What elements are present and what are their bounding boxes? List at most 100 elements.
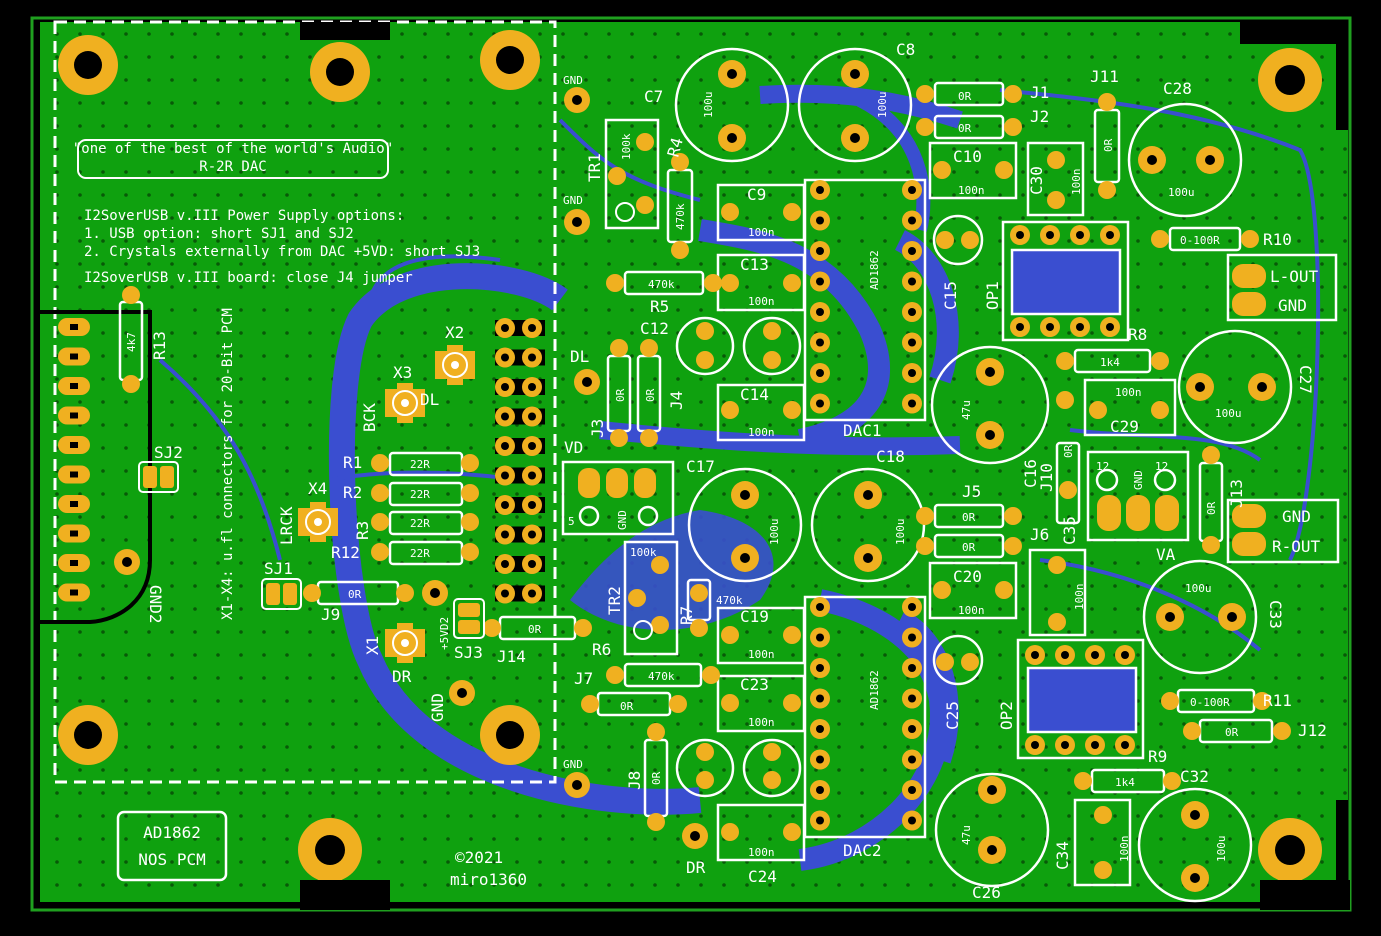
val-tr2: 100k [630, 546, 657, 559]
gnd2-label: GND2 [146, 585, 165, 624]
ad1862-1: AD1862 [868, 250, 881, 290]
gnd-label-1: GND [563, 74, 583, 87]
ps-title: I2SoverUSB v.III Power Supply options: [84, 208, 404, 224]
silkscreen-text: "one of the best of the world's Audio" R… [73, 40, 1327, 902]
c25-label: C25 [943, 701, 962, 730]
j1-label: J1 [1030, 83, 1049, 102]
val-c23: 100n [748, 716, 775, 729]
r2-label: R2 [343, 483, 362, 502]
val-c32: 100u [1215, 836, 1228, 863]
j3-label: J3 [588, 419, 607, 438]
val-j13: 0R [1205, 501, 1218, 515]
val-j8: 0R [650, 771, 663, 785]
val-r12: 22R [410, 547, 430, 560]
j11-label: J11 [1090, 67, 1119, 86]
j8-label: J8 [625, 771, 644, 790]
ps-opt2: 2. Crystals externally from DAC +5VD: sh… [84, 244, 480, 260]
val-r2: 22R [410, 488, 430, 501]
c12-label: C12 [640, 319, 669, 338]
val-c9: 100n [748, 226, 775, 239]
val-c34: 100n [1118, 836, 1131, 863]
c10-label: C10 [953, 147, 982, 166]
logo-line2: NOS PCM [138, 850, 205, 869]
c29-label: C29 [1110, 417, 1139, 436]
bck-label: BCK [360, 403, 379, 432]
author: miro1360 [450, 870, 527, 889]
gnd-label-2: GND [563, 194, 583, 207]
r5-label: R5 [650, 297, 669, 316]
header-pads-left [58, 318, 90, 602]
c34-label: C34 [1053, 841, 1072, 870]
val-r6: 470k [648, 670, 675, 683]
ps-opt1: 1. USB option: short SJ1 and SJ2 [84, 226, 354, 242]
va-terminal [1086, 450, 1190, 542]
l-out-label: L-OUT [1270, 267, 1319, 286]
r3-label: R3 [353, 521, 372, 540]
op2-body [1026, 666, 1138, 734]
tr1-label: TR1 [585, 153, 604, 182]
r9-label: R9 [1148, 747, 1167, 766]
val-c33: 100u [1185, 582, 1212, 595]
c19-label: C19 [740, 607, 769, 626]
r8-label: R8 [1128, 325, 1147, 344]
tr1-trimmer [604, 118, 660, 230]
r11-label: R11 [1263, 691, 1292, 710]
dr-label-1: DR [686, 858, 706, 877]
gnd-label-4: GND [428, 693, 447, 722]
op1-body [1010, 248, 1122, 316]
dac1-chip [803, 178, 927, 422]
c24-label: C24 [748, 867, 777, 886]
val-r1: 22R [410, 458, 430, 471]
j7-label: J7 [574, 669, 593, 688]
val-c27: 100u [1215, 407, 1242, 420]
val-c29: 100n [1115, 386, 1142, 399]
c13-label: C13 [740, 255, 769, 274]
val-c17: 100u [768, 519, 781, 546]
vd-label: VD [564, 438, 583, 457]
val-r10: 0-100R [1180, 234, 1220, 247]
val-c30: 100n [1070, 169, 1083, 196]
val-j9: 0R [348, 588, 362, 601]
val-r11: 0-100R [1190, 696, 1230, 709]
ufl-note: X1-X4: u.fl connectors for 20-Bit PCM [220, 308, 236, 620]
p5vd-label: +5VD2 [438, 617, 451, 650]
lrck-label: LRCK [277, 506, 296, 545]
quote-text: "one of the best of the world's Audio" [73, 141, 393, 157]
ufl-connectors [298, 345, 475, 663]
c26-label: C26 [972, 883, 1001, 902]
electrolytic-pads [696, 60, 1276, 892]
sj2-label: SJ2 [154, 443, 183, 462]
c18-label: C18 [876, 447, 905, 466]
c28-label: C28 [1163, 79, 1192, 98]
logo-line1: AD1862 [143, 823, 201, 842]
dl-label-2: DL [420, 390, 439, 409]
c27-label: C27 [1296, 365, 1315, 394]
val-j7: 0R [620, 700, 634, 713]
val-c24: 100n [748, 846, 775, 859]
dac2-chip [803, 595, 927, 839]
r13-label: R13 [150, 331, 169, 360]
resistor-pads [122, 85, 1291, 831]
val-r8: 1k4 [1100, 356, 1120, 369]
j13-label: J13 [1227, 479, 1246, 508]
val-r3: 22R [410, 517, 430, 530]
val-j1: 0R [958, 90, 972, 103]
r4-label: R4 [664, 136, 687, 160]
val-j11: 0R [1102, 138, 1115, 152]
val-r13: 4k7 [125, 332, 138, 352]
x2-label: X2 [445, 323, 464, 342]
tr2-trimmer [623, 540, 679, 656]
dac2-label: DAC2 [843, 841, 882, 860]
op1-label: OP1 [983, 281, 1002, 310]
header-pads-middle [495, 318, 545, 604]
quote-box [77, 139, 389, 179]
val-c19: 100n [748, 648, 775, 661]
r12-label: R12 [331, 543, 360, 562]
val-r4: 470k [674, 203, 687, 230]
va-pin-12b: 12 [1155, 460, 1168, 473]
c30-label: C30 [1027, 166, 1046, 195]
j6-label: J6 [1030, 525, 1049, 544]
j4-label: J4 [667, 391, 686, 410]
logo-box [116, 810, 228, 882]
